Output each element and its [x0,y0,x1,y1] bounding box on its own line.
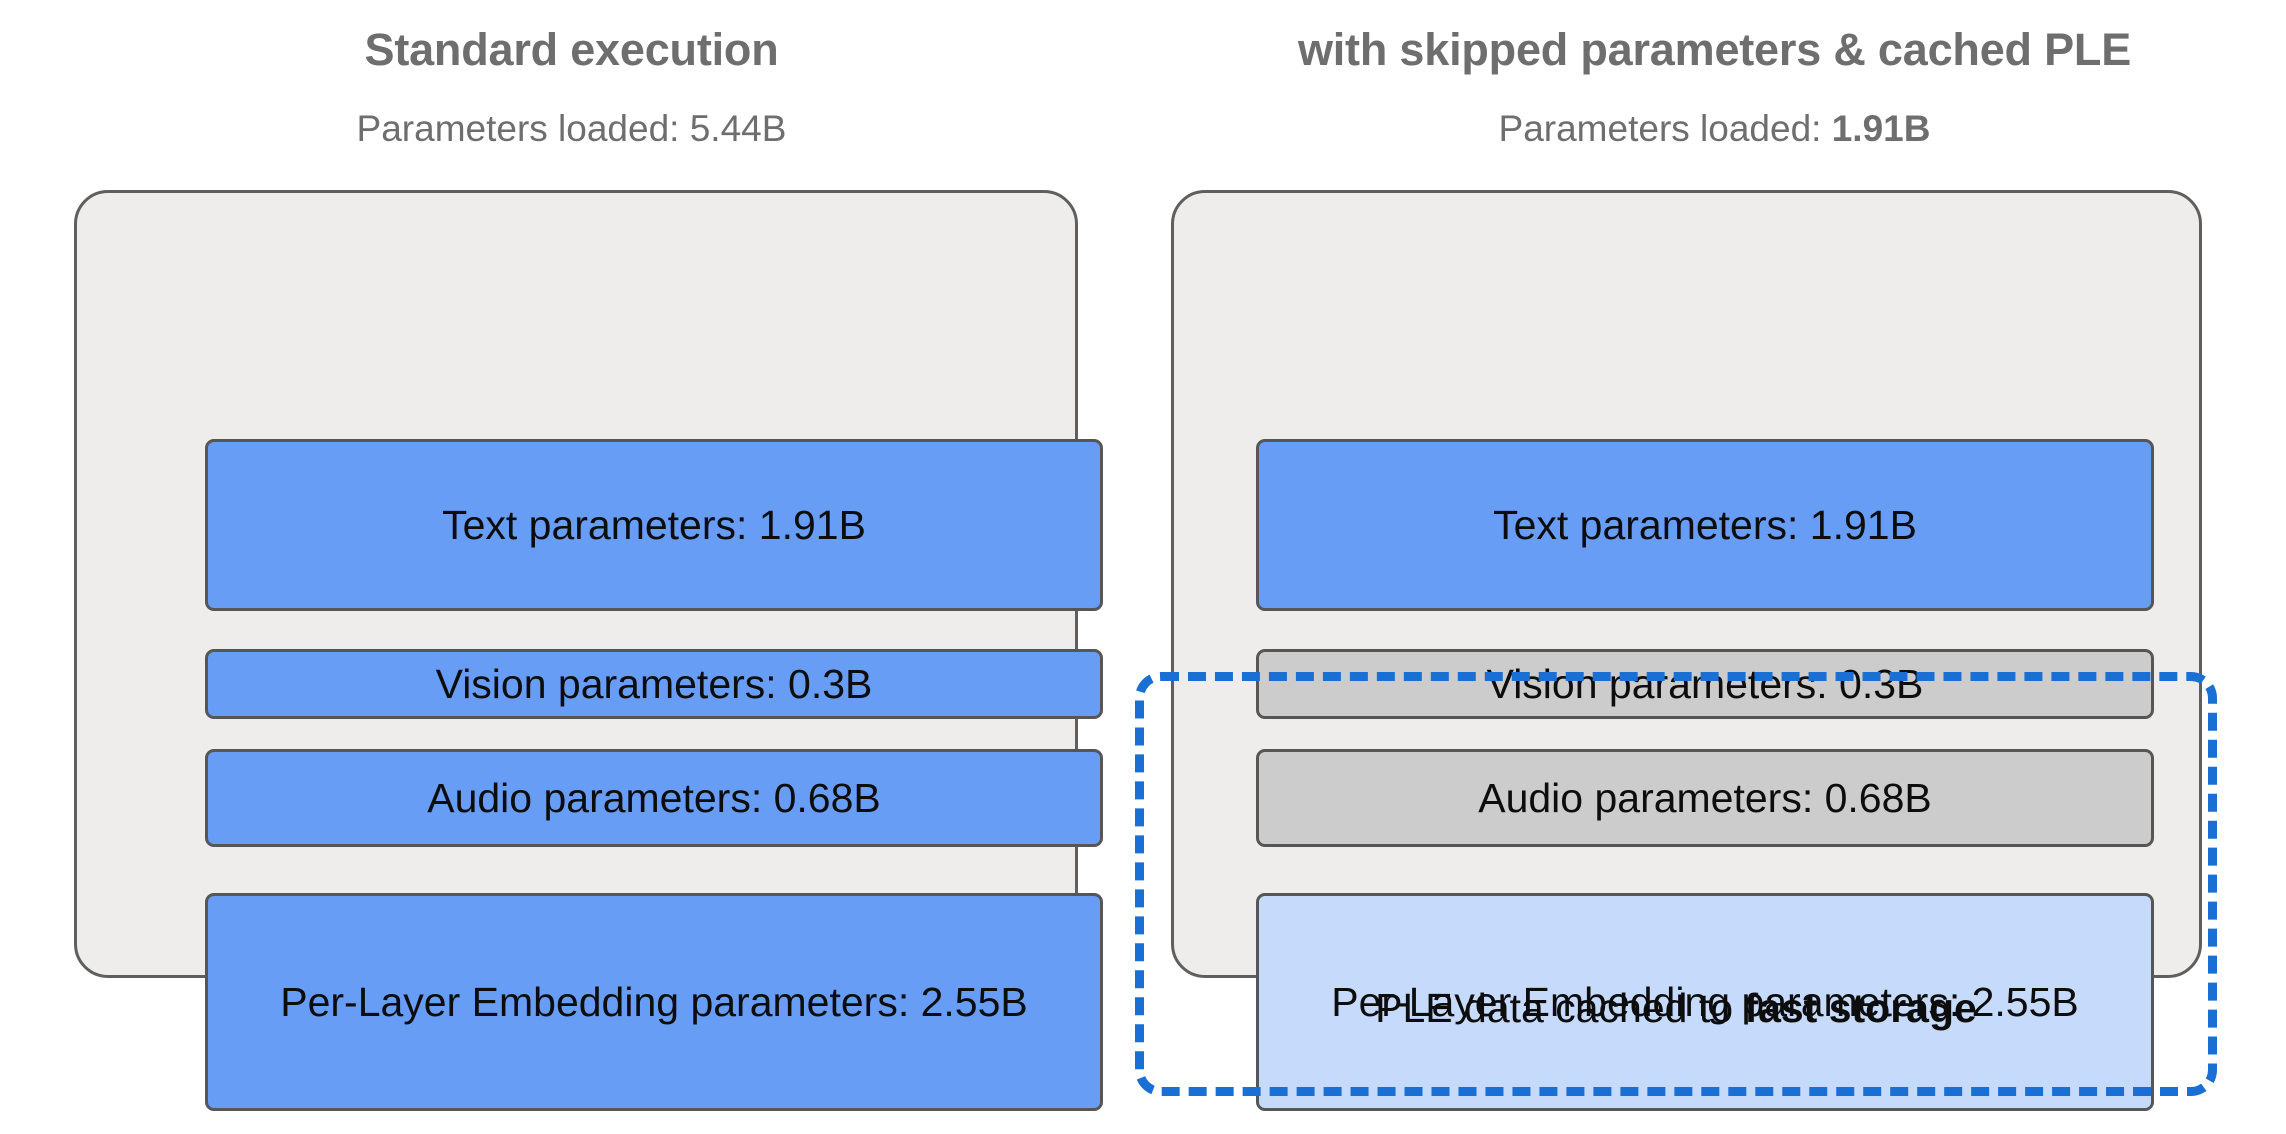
parameters-loaded-label-right: Parameters loaded: [1498,108,1832,149]
block-text-parameters-optimized-label: Text parameters: 1.91B [1493,501,1917,548]
block-vision-parameters-optimized[interactable]: Vision parameters: 0.3B [1256,649,2154,719]
block-audio-parameters-standard[interactable]: Audio parameters: 0.68B [205,749,1103,847]
block-text-parameters-standard[interactable]: Text parameters: 1.91B [205,439,1103,611]
block-text-parameters-optimized[interactable]: Text parameters: 1.91B [1256,439,2154,611]
block-ple-parameters-optimized[interactable]: Per-Layer Embedding parameters: 2.55B [1256,893,2154,1111]
block-ple-parameters-standard[interactable]: Per-Layer Embedding parameters: 2.55B [205,893,1103,1111]
panel-subtitle-skipped-and-cached: Parameters loaded: 1.91B [1143,108,2286,150]
panel-subtitle-standard-execution: Parameters loaded: 5.44B [0,108,1143,150]
parameters-loaded-value-right: 1.91B [1831,108,1931,149]
block-audio-parameters-optimized[interactable]: Audio parameters: 0.68B [1256,749,2154,847]
block-vision-parameters-standard[interactable]: Vision parameters: 0.3B [205,649,1103,719]
block-ple-parameters-optimized-label: Per-Layer Embedding parameters: 2.55B [1331,978,2079,1025]
panel-skipped-and-cached: with skipped parameters & cached PLE Par… [1143,0,2286,1134]
model-container-optimized: Text parameters: 1.91B Vision parameters… [1171,190,2202,1111]
block-text-parameters-standard-label: Text parameters: 1.91B [442,501,866,548]
block-audio-parameters-standard-label: Audio parameters: 0.68B [427,774,881,821]
parameters-loaded-value-left: 5.44B [689,108,787,149]
block-ple-parameters-standard-label: Per-Layer Embedding parameters: 2.55B [280,978,1028,1025]
block-vision-parameters-standard-label: Vision parameters: 0.3B [435,660,873,707]
panel-title-skipped-and-cached: with skipped parameters & cached PLE [1297,24,2132,75]
cached-ple-caption-strong: fast storage [1744,985,1977,1031]
panel-standard-execution: Standard execution Parameters loaded: 5.… [0,24,1143,1111]
model-container-standard: Text parameters: 1.91B Vision parameters… [74,190,1103,1111]
cached-ple-caption-prefix: PLE data cached to [1375,985,1745,1031]
panel-title-standard-execution: Standard execution [364,24,779,75]
block-vision-parameters-optimized-label: Vision parameters: 0.3B [1486,660,1924,707]
cached-ple-caption: PLE data cached to fast storage [1135,985,2217,1032]
parameters-loaded-label-left: Parameters loaded: [356,108,690,149]
block-audio-parameters-optimized-label: Audio parameters: 0.68B [1478,774,1932,821]
